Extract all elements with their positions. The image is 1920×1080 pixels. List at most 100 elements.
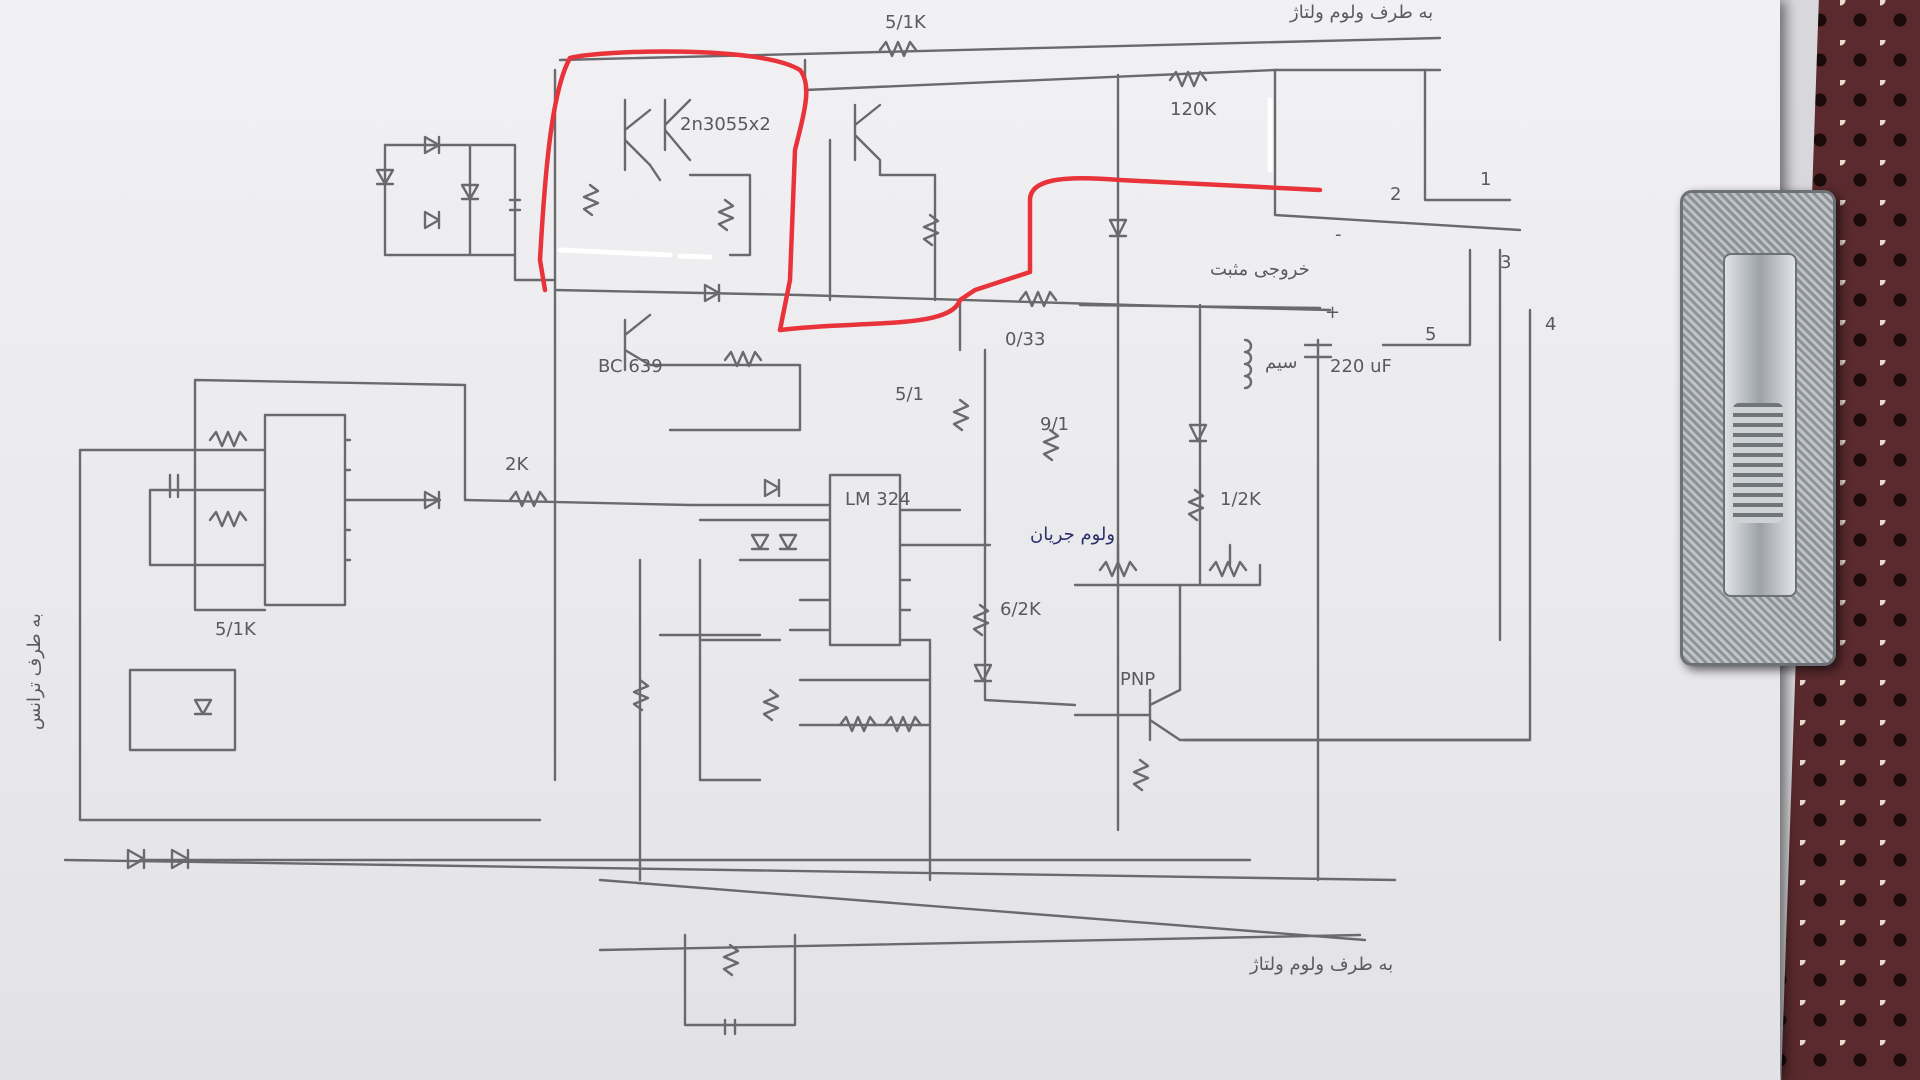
label-r-62k: 6/2K — [1000, 599, 1042, 620]
resistor-lm-bottom — [838, 715, 878, 733]
transistor-q3 — [853, 103, 882, 177]
diode-lower — [973, 663, 993, 683]
wire-top-branch — [803, 58, 1442, 92]
label-connector-5: 5 — [1425, 324, 1436, 345]
resistor-top — [878, 40, 918, 58]
inductor — [1243, 338, 1253, 390]
wire-right-bus — [1198, 248, 1472, 882]
resistor-62k — [972, 603, 990, 637]
resistor-mid-column — [762, 688, 780, 722]
label-r-120k: 120K — [1170, 99, 1217, 120]
capacitor-left — [168, 473, 180, 499]
resistor-51 — [952, 398, 970, 432]
wire-lm-bottom — [798, 678, 932, 727]
clipboard-clip — [1680, 190, 1836, 666]
resistor-bottom — [722, 943, 740, 977]
label-220uf: 220 uF — [1330, 356, 1392, 377]
label-to-volt-pot-bottom: به طرف ولوم ولتاژ — [1249, 954, 1393, 975]
potentiometer-right — [1208, 543, 1248, 578]
wire-zener-box — [128, 668, 237, 752]
diode-lm-2 — [750, 533, 770, 551]
wire-bottom-box — [683, 933, 797, 1027]
resistor-120k — [1168, 70, 1208, 88]
correction-mark-2 — [677, 253, 713, 260]
wire-mid-grid — [638, 558, 782, 882]
capacitor-bottom — [723, 1018, 737, 1036]
correction-mark-1 — [557, 247, 673, 258]
label-r-top: 5/1K — [885, 12, 927, 33]
transistor-q1 — [623, 98, 662, 182]
label-plus: + — [1325, 302, 1340, 323]
wire-to-lm — [463, 498, 692, 507]
diode-bridge-4 — [375, 168, 395, 186]
resistor-lm-bottom2 — [883, 715, 923, 733]
label-to-volt-pot-top: به طرف ولوم ولتاژ — [1289, 2, 1433, 23]
wire-q3-bus — [828, 138, 937, 302]
label-connector-3: 3 — [1500, 252, 1511, 273]
label-to-switch: به طرف ترانس — [24, 613, 45, 730]
wire-pnp — [1073, 583, 1532, 742]
wire-bc-out — [648, 363, 802, 432]
label-r-2k: 2K — [505, 454, 529, 475]
wire-bottom-3 — [598, 878, 1367, 942]
label-2n3055: 2n3055x2 — [680, 114, 771, 135]
diode-lm-1 — [763, 478, 781, 498]
diode-bridge-1 — [423, 135, 441, 155]
label-r-51k: 5/1K — [215, 619, 257, 640]
resistor-022-a — [717, 198, 735, 232]
label-r-12k: 1/2K — [1220, 489, 1262, 510]
label-current-pot: ولوم جریان — [1030, 524, 1115, 545]
highlight-transistor-box — [567, 49, 809, 333]
resistor-left-2 — [208, 510, 248, 528]
transistor-q2 — [663, 98, 692, 162]
diode-bridge-2 — [423, 210, 441, 230]
wire-lm-left — [688, 503, 832, 782]
diode-lm-3 — [778, 533, 798, 551]
transistor-pnp — [1148, 688, 1182, 742]
label-bc639: BC 639 — [598, 356, 663, 377]
diode-bottom-1 — [126, 848, 146, 870]
label-r-91: 9/1 — [1040, 414, 1069, 435]
diode-right — [1188, 423, 1208, 443]
resistor-2k — [508, 490, 548, 508]
wire-lm-right — [898, 508, 992, 882]
label-connector-4: 4 — [1545, 314, 1556, 335]
diode-bottom-2 — [170, 848, 190, 870]
label-wire: سیم — [1265, 352, 1298, 373]
wire-bottom-4 — [598, 933, 1362, 952]
resistor-91 — [1042, 428, 1060, 462]
resistor-022-b — [922, 213, 940, 247]
wire-pot-mid — [1073, 563, 1262, 587]
wire-top-rail — [558, 36, 1442, 62]
wire-right-1 — [1423, 68, 1512, 202]
diode-mid — [703, 283, 721, 303]
label-positive-output: خروجی مثبت — [1210, 259, 1310, 280]
clip-spring — [1733, 403, 1783, 523]
resistor-bc — [723, 350, 763, 368]
label-lm324: LM 324 — [845, 489, 911, 510]
bridge-rectifier — [383, 143, 557, 282]
resistor-033 — [1018, 290, 1058, 308]
diode-bridge-3 — [460, 183, 480, 201]
capacitor-1k — [508, 198, 522, 212]
wire-q-emitters — [688, 173, 752, 257]
resistor-pnp — [1132, 758, 1150, 792]
transistor-bc639 — [623, 313, 652, 372]
label-pnp: PNP — [1120, 669, 1155, 690]
wire-pot-column — [958, 298, 1077, 707]
diode-left-out — [423, 490, 441, 510]
ic-left — [263, 413, 347, 607]
wire-left-ic — [148, 378, 467, 612]
highlight-output-path — [777, 175, 1323, 333]
label-r-51: 5/1 — [895, 384, 924, 405]
highlight-transistor-box-left — [537, 55, 573, 293]
label-connector-1: 1 — [1480, 169, 1491, 190]
label-r-033: 0/33 — [1005, 329, 1045, 350]
resistor-12k — [1187, 488, 1205, 522]
label-connector-2: 2 — [1390, 184, 1401, 205]
label-minus: - — [1335, 224, 1342, 245]
wire-bottom-2 — [63, 858, 1397, 882]
wire-left-outer — [78, 448, 542, 822]
wire-mid — [553, 288, 802, 297]
